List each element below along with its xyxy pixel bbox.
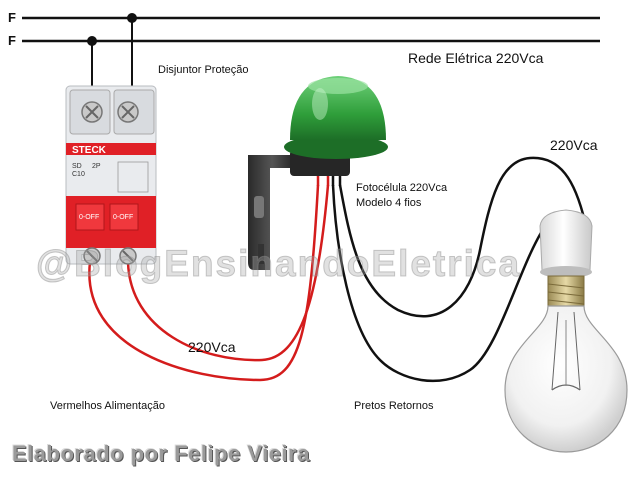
breaker-model-line-2: C10 [72, 171, 85, 178]
bracket-slot [254, 196, 264, 218]
breaker-brand: STECK [72, 145, 107, 156]
breaker-handle-left [75, 203, 105, 231]
breaker-poles: 2P [92, 163, 101, 170]
photocell-caption-1: Fotocélula 220Vca [356, 182, 448, 194]
lamp [504, 209, 628, 453]
black-wires-label: Pretos Retornos [354, 400, 434, 412]
photocell [248, 76, 388, 270]
phase-label-1: F [8, 10, 16, 25]
brand-strip [66, 143, 156, 155]
supply-voltage-label: 220Vca [188, 339, 236, 355]
breaker-handle-right [109, 203, 139, 231]
phase-rails [22, 13, 600, 96]
author-credit: Elaborado por Felipe Vieira [12, 441, 310, 466]
switch-label-right: 0-OFF [113, 214, 133, 221]
photocell-caption-2: Modelo 4 fios [356, 197, 422, 209]
circuit-breaker: STECK SD C10 2P 0-OFF 0-OFF [65, 85, 157, 265]
network-title: Rede Elétrica 220Vca [408, 50, 544, 66]
black-wire-2 [338, 156, 587, 318]
black-wire-1 [331, 184, 550, 383]
red-wires-label: Vermelhos Alimentação [50, 400, 165, 412]
phase-label-2: F [8, 33, 16, 48]
breaker-caption: Disjuntor Proteção [158, 64, 249, 76]
photocell-cap [290, 76, 386, 140]
breaker-model-line-1: SD [72, 163, 82, 170]
black-return-wires [331, 156, 587, 383]
photocell-bracket [248, 155, 296, 270]
red-wire-1 [88, 184, 320, 382]
switch-label-left: 0-OFF [79, 214, 99, 221]
watermark: @BlogEnsinandoEletrica [35, 243, 522, 285]
red-supply-wires [88, 184, 330, 382]
red-wire-2 [126, 184, 330, 362]
lamp-socket [539, 209, 593, 276]
photocell-cap-rim [284, 135, 388, 159]
lamp-voltage-label: 220Vca [550, 137, 598, 153]
